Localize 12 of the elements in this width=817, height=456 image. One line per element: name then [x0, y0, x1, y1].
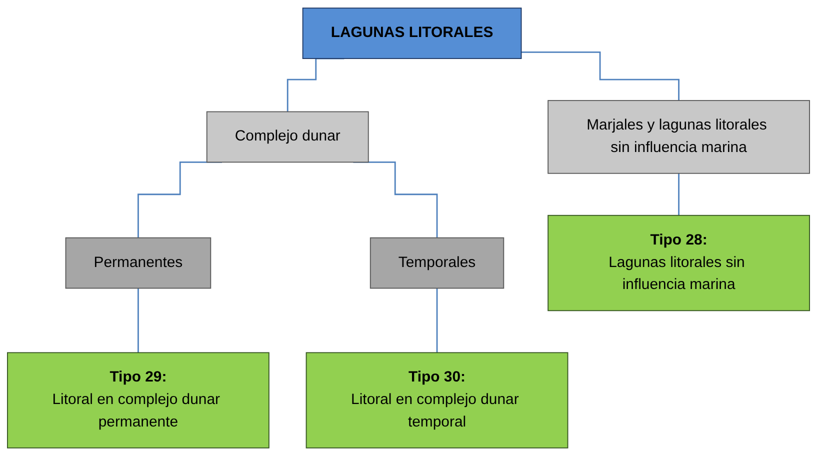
connector	[436, 288, 438, 354]
node-box	[206, 111, 369, 163]
node-box	[548, 214, 810, 312]
connector	[678, 172, 680, 216]
node-box	[306, 352, 568, 448]
node-box	[548, 100, 810, 174]
node-box	[302, 8, 522, 59]
node-box	[7, 352, 270, 448]
connector	[521, 52, 680, 102]
node-box	[370, 237, 504, 289]
node-box	[65, 237, 212, 289]
connector	[138, 288, 139, 354]
